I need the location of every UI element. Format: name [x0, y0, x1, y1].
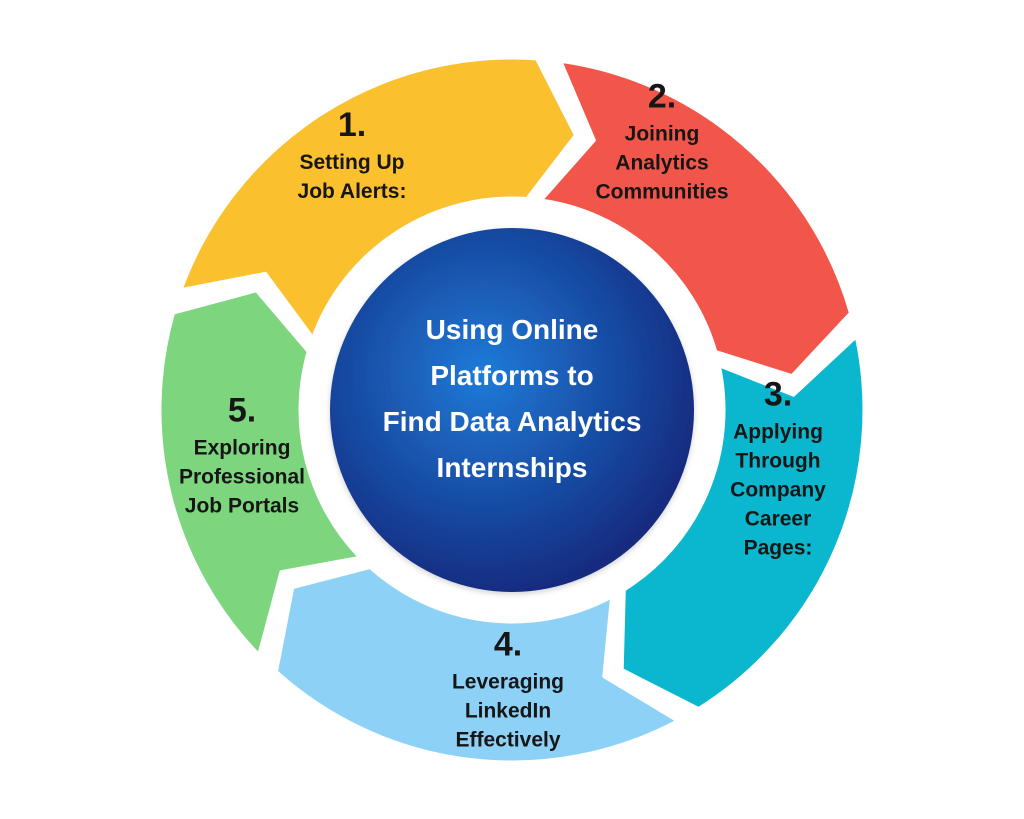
step-5-text-line: Job Portals [184, 494, 300, 518]
step-5-number: 5. [227, 391, 257, 430]
step-2-text-line: Analytics [615, 151, 709, 175]
step-5-text-line: Professional [178, 465, 306, 489]
step-1-number: 1. [337, 106, 367, 144]
step-1-text-line: Setting Up [299, 151, 405, 174]
center-title-line: Internships [436, 452, 588, 483]
step-5-text-line: Exploring [193, 436, 291, 460]
step-4-text-line: Leveraging [451, 670, 565, 694]
step-4-number: 4. [493, 625, 523, 664]
step-2-text-line: Communities [595, 180, 729, 204]
step-4-text-line: LinkedIn [464, 699, 552, 723]
step-3-number: 3. [763, 375, 793, 414]
center-title-line: Find Data Analytics [382, 406, 642, 437]
step-4-label: 4. Leveraging LinkedIn Effectively [452, 626, 564, 755]
step-4-text-line: Effectively [455, 728, 561, 752]
step-2-text-line: Joining [624, 122, 700, 146]
step-1-segment [179, 56, 577, 339]
step-5-label: 5. Exploring Professional Job Portals [179, 392, 305, 521]
step-3-text-line: Company [730, 478, 826, 502]
step-3-text-line: Career [744, 507, 812, 531]
center-title-line: Platforms to [430, 360, 594, 391]
step-1-label: 1. Setting Up Job Alerts: [298, 106, 407, 206]
step-3-segment [620, 335, 866, 710]
center-title-line: Using Online [425, 314, 599, 345]
step-3-label: 3. Applying Through Company Career Pages… [730, 376, 826, 563]
step-3-text-line: Through [735, 449, 821, 473]
center-circle [330, 228, 694, 592]
step-2-segment [540, 59, 852, 378]
step-3-text-line: Applying [733, 420, 823, 444]
step-2-number: 2. [647, 77, 677, 116]
step-5-segment [158, 289, 361, 656]
step-2-label: 2. Joining Analytics Communities [595, 78, 728, 207]
step-4-segment [275, 566, 679, 764]
step-3-text-line: Pages: [743, 536, 813, 560]
center-title: Using Online Platforms to Find Data Anal… [383, 307, 642, 491]
step-1-text-line: Job Alerts: [297, 180, 407, 203]
